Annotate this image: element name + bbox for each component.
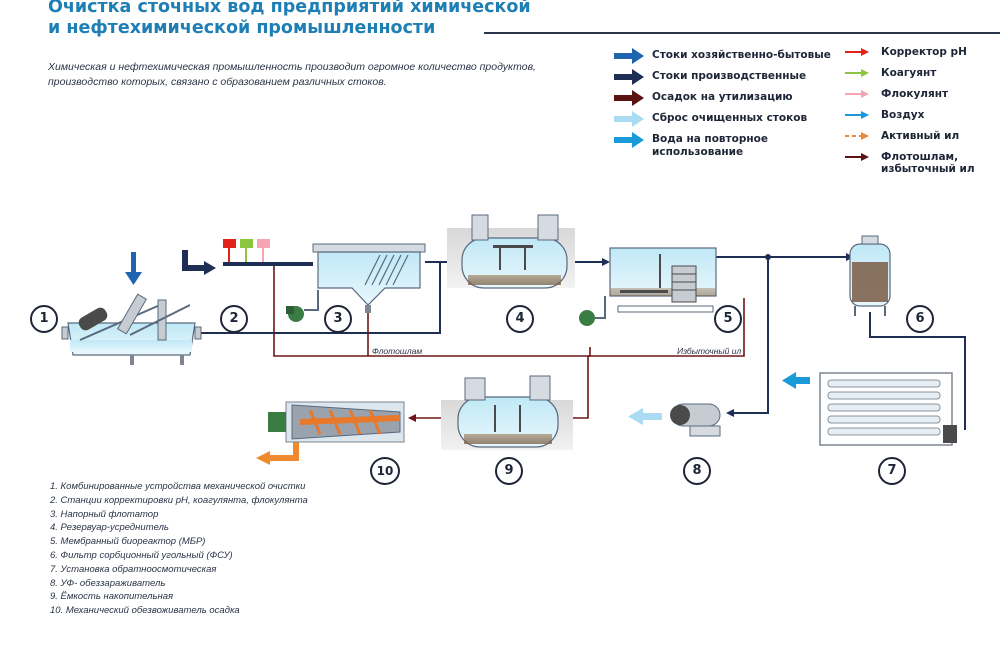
arrow-icon	[845, 48, 869, 56]
equipment-3-flotator	[286, 243, 426, 322]
title-rule	[484, 32, 1000, 34]
equipment-list: 1. Комбинированные устройства механическ…	[50, 480, 308, 618]
arrow-icon	[614, 111, 644, 127]
flotation-sludge-label: Флотошлам	[372, 346, 423, 356]
legend-label: Стоки хозяйственно-бытовые	[652, 49, 831, 61]
stage-number: 3	[324, 305, 352, 333]
pipe-6-to-7	[869, 312, 966, 430]
arrow-icon	[845, 132, 869, 140]
pipe-5-to-8	[730, 257, 769, 414]
stage-number: 4	[506, 305, 534, 333]
stage-number: 10	[370, 457, 400, 485]
excess-sludge-label: Избыточный ил	[677, 346, 742, 356]
arrow-icon	[614, 90, 644, 106]
industrial-inflow-arrow	[182, 250, 216, 275]
equipment-1-mechanical-screens	[61, 293, 202, 365]
arrow-icon	[845, 69, 869, 77]
stage-number: 6	[906, 305, 934, 333]
list-item: 1. Комбинированные устройства механическ…	[50, 481, 306, 492]
legend-label: Активный ил	[881, 130, 960, 142]
legend-label: использование	[652, 146, 744, 158]
legend-label: Сброс очищенных стоков	[652, 112, 808, 124]
legend-label: Воздух	[881, 109, 925, 121]
arrow-icon	[845, 90, 869, 98]
equipment-6-carbon-filter	[849, 235, 891, 316]
arrow-icon	[602, 258, 610, 266]
page-title: Очистка сточных вод предприятий химическ…	[48, 0, 531, 39]
legend-right-icons	[845, 48, 869, 161]
reuse-water-arrow	[782, 372, 810, 389]
arrow-icon	[614, 69, 644, 85]
arrow-icon	[614, 132, 644, 148]
stage-number: 1	[30, 305, 58, 333]
sludge-line-flotation	[273, 262, 591, 357]
domestic-inflow-arrow	[125, 252, 142, 285]
legend-label: Вода на повторное	[652, 133, 768, 145]
equipment-5-membrane-bioreactor	[579, 247, 717, 326]
legend-label: Осадок на утилизацию	[652, 91, 793, 103]
list-item: 9. Ёмкость накопительная	[50, 591, 174, 603]
equipment-4-equalization-tank	[447, 214, 575, 289]
legend-label: Стоки производственные	[652, 70, 807, 82]
equipment-7-reverse-osmosis	[819, 372, 957, 446]
equipment-8-uv-disinfector	[670, 403, 721, 437]
sludge-disposal-arrow	[256, 440, 299, 465]
legend-right: Корректор pH Коагуянт Флокулянт Воздух А…	[843, 44, 1000, 175]
legend-left-icons	[614, 48, 644, 148]
legend-label: избыточный ил	[881, 163, 975, 175]
equipment-2-dosing-stations	[223, 239, 313, 266]
list-item: 6. Фильтр сорбционный угольный (ФСУ)	[50, 549, 233, 561]
legend-left: Стоки хозяйственно-бытовые Стоки произво…	[612, 45, 842, 165]
list-item: 4. Резервуар-усреднитель	[50, 522, 169, 534]
list-item: 3. Напорный флотатор	[50, 508, 159, 520]
arrow-icon	[408, 414, 416, 422]
arrow-icon	[845, 153, 869, 161]
arrow-icon	[845, 111, 869, 119]
list-item: 2. Станции корректировки pH, коагулянта,…	[50, 494, 308, 506]
legend-label: Флокулянт	[881, 88, 949, 100]
title-line-2: и нефтехимической промышленности	[48, 18, 436, 38]
stage-number: 5	[714, 305, 742, 333]
legend-label: Корректор pH	[881, 46, 967, 58]
intro-text: Химическая и нефтехимическая промышленно…	[48, 61, 536, 88]
legend-label: Флотошлам,	[881, 151, 959, 163]
arrow-icon	[726, 409, 734, 417]
discharge-arrow	[628, 408, 662, 425]
stage-number: 2	[220, 305, 248, 333]
list-item: 8. УФ- обеззараживатель	[50, 577, 166, 589]
equipment-9-storage-tank	[441, 375, 573, 450]
sludge-line-excess	[588, 298, 745, 357]
stage-number: 8	[683, 457, 711, 485]
list-item: 7. Установка обратноосмотическая	[50, 563, 217, 575]
list-item: 10. Механический обезвоживатель осадка	[50, 605, 240, 617]
equipment-10-decanter	[268, 401, 405, 443]
arrow-icon	[614, 48, 644, 64]
legend-label: Коагуянт	[881, 67, 937, 79]
title-line-1: Очистка сточных вод предприятий химическ…	[48, 0, 531, 17]
stage-number: 7	[878, 457, 906, 485]
stage-number: 9	[495, 457, 523, 485]
list-item: 5. Мембранный биореактор (МБР)	[50, 536, 206, 548]
